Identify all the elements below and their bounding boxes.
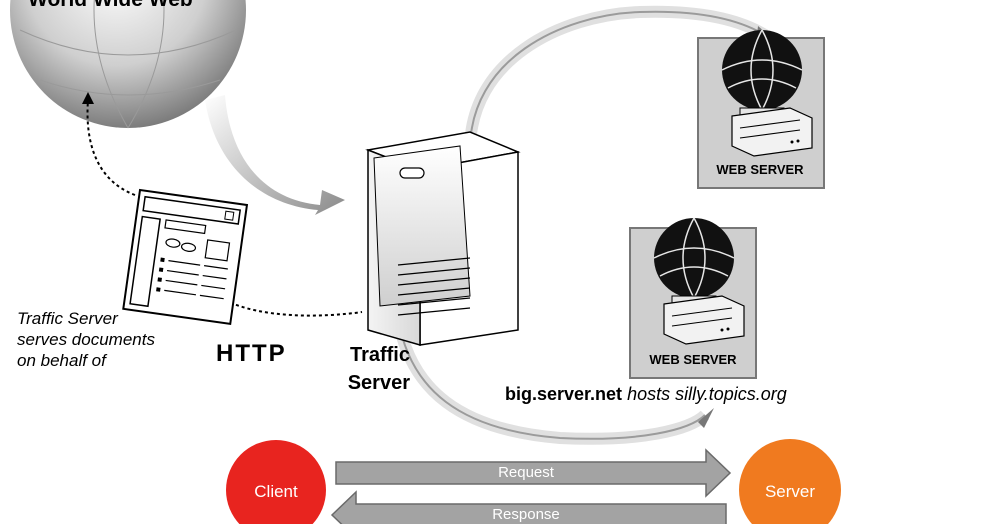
web-server-1-label: WEB SERVER [716, 162, 804, 177]
web-document-icon [122, 188, 249, 325]
response-label: Response [492, 506, 560, 523]
client-node [226, 440, 326, 524]
web-server-2-label: WEB SERVER [649, 352, 737, 367]
traffic-server-tower-icon [365, 131, 521, 346]
server-label: Server [764, 482, 816, 501]
world-globe-icon [10, 0, 246, 129]
world-wide-web-label: World Wide Web [28, 0, 193, 12]
host-description: big.server.net hosts silly.topics.org [505, 384, 787, 405]
dotted-link-http [224, 299, 363, 317]
traffic-server-caption: Traffic Server serves documents on behal… [17, 308, 217, 371]
web-server-2-icon [629, 217, 757, 379]
host-name: big.server.net [505, 384, 623, 404]
web-server-1-icon [697, 29, 825, 189]
dotted-link-arrowhead [82, 92, 94, 104]
traffic-server-label: Traffic Server [306, 341, 410, 397]
caption-line: Traffic Server [17, 309, 118, 328]
request-arrow [335, 448, 732, 498]
response-arrow [330, 490, 727, 524]
traffic-server-label-line: Server [347, 372, 410, 394]
caption-line: serves documents [17, 330, 155, 349]
host-description-text: hosts silly.topics.org [627, 384, 787, 404]
traffic-server-label-line: Traffic [349, 344, 410, 366]
http-label: HTTP [216, 340, 287, 367]
globe-to-server-swoosh [205, 95, 345, 215]
server-node [739, 439, 841, 524]
request-label: Request [498, 464, 554, 481]
caption-line: on behalf of [17, 351, 106, 370]
dotted-link-up [86, 99, 136, 196]
client-label: Client [254, 482, 298, 501]
